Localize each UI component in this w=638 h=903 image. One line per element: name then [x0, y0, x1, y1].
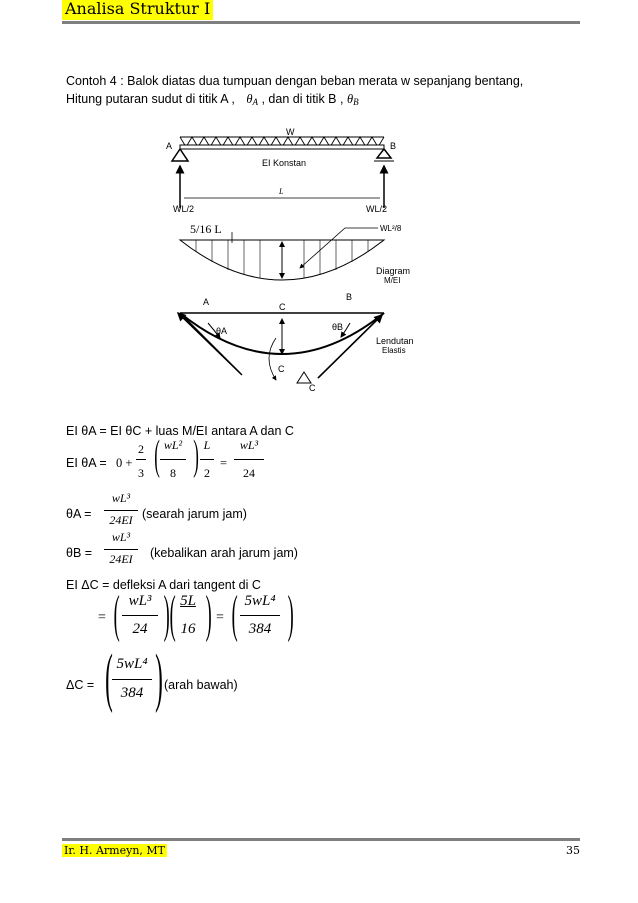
label-w: W [286, 127, 295, 137]
label-diagram-1: Diagram [376, 266, 411, 276]
eq6-d1: 24 [132, 621, 148, 637]
eq6-paren-3-open: ( [231, 586, 238, 643]
moment-hatch [195, 240, 369, 278]
eq7-paren-close: ) [155, 641, 163, 714]
eq4-den: 24EI [109, 552, 133, 566]
eq3-bar [104, 510, 138, 511]
page-footer: Ir. H. Armeyn, MT 35 [62, 838, 580, 858]
eq6-n3: 5wL⁴ [244, 593, 276, 609]
eq3-num: wL³ [111, 491, 131, 505]
theta-symbol: θ [246, 92, 253, 106]
label-lendutan-1: Lendutan [376, 336, 414, 346]
label-c-2: C [278, 364, 285, 374]
label-diagram-2: M/EI [384, 276, 401, 285]
eq6-bar-3 [240, 615, 280, 616]
label-delta-c: C [309, 383, 316, 393]
eq2-twentyfour: 24 [243, 466, 255, 480]
label-theta-a: θA [216, 326, 228, 336]
label-reaction-right: WL/2 [366, 204, 388, 214]
label-b: B [390, 141, 397, 151]
eq4-bar [104, 549, 138, 550]
eq7-den: 384 [120, 685, 144, 701]
eq6-n1: wL³ [128, 593, 152, 609]
pin-support-a [170, 147, 190, 162]
label-c: C [279, 302, 286, 312]
eq7-note: (arah bawah) [164, 678, 238, 692]
theta-sub-a: A [252, 97, 258, 107]
eq6-d3: 384 [248, 621, 272, 637]
eq7-num: 5wL⁴ [116, 656, 148, 672]
moment-diagram [178, 239, 386, 281]
eq1-text: EI θA = EI θC + luas M/EI antara A dan C [66, 424, 294, 438]
eq2-bar-2 [160, 459, 186, 460]
intro-line-2: Hitung putaran sudut di titik A , θA , d… [66, 92, 359, 110]
delta-triangle [296, 371, 312, 384]
eq6-d2: 16 [180, 621, 196, 637]
eq6-eq-2: = [216, 610, 224, 625]
theta-sub-b: B [353, 97, 359, 107]
footer-author: Ir. H. Armeyn, MT [62, 844, 168, 857]
eq6-paren-2-open: ( [169, 586, 176, 643]
eq4-lhs: θB = [66, 546, 93, 560]
eq3-lhs: θA = [66, 507, 92, 521]
label-reaction-left: WL/2 [173, 204, 195, 214]
eq2-bar-1 [136, 459, 146, 460]
label-a-2: A [203, 297, 210, 307]
beam [179, 144, 385, 150]
theta-symbol-b: θ [346, 92, 354, 106]
intro-line-2-a: Hitung putaran sudut di titik A , [66, 92, 235, 106]
eq7-lhs: ΔC = [66, 678, 95, 692]
page-header: Analisa Struktur I [62, 0, 580, 24]
eq2-two-2: 2 [204, 466, 210, 480]
intro-line-1: Contoh 4 : Balok diatas dua tumpuan deng… [66, 74, 524, 88]
eq2-eight: 8 [170, 466, 176, 480]
label-b-2: B [346, 292, 353, 302]
eq2-bar-3 [200, 459, 214, 460]
eq2-equals: = [220, 456, 228, 470]
eq2-paren-open: ( [154, 433, 160, 479]
label-theta-b: θB [332, 322, 344, 332]
eq5-text: EI ΔC = defleksi A dari tangent di C [66, 578, 261, 592]
eq6-paren-2-close: ) [205, 586, 212, 643]
eq6-n2: 5L [180, 593, 196, 609]
eq3-den: 24EI [109, 513, 133, 527]
eq7-paren-open: ( [105, 641, 113, 714]
eq2-two: 2 [138, 442, 144, 456]
page-number: 35 [566, 844, 580, 857]
eq6-paren-1-open: ( [113, 586, 120, 643]
eq2-paren-close: ) [193, 433, 199, 479]
eq2-l: L [203, 438, 211, 452]
eq2-three: 3 [138, 466, 144, 480]
header-title: Analisa Struktur I [62, 0, 214, 20]
label-five-sixteen: 5/16 L [190, 222, 222, 236]
eq2-bar-4 [234, 459, 264, 460]
intro-line-2-b: , dan di titik B , [261, 92, 344, 106]
eq4-num: wL³ [111, 530, 131, 544]
beam-diagram [170, 136, 394, 384]
label-lendutan-2: Elastis [382, 346, 406, 355]
roller-support-b [375, 147, 393, 159]
eq7-bar [112, 679, 152, 680]
eq6-paren-3-close: ) [287, 586, 294, 643]
eq6-paren-1-close: ) [163, 586, 170, 643]
label-a: A [166, 141, 173, 151]
eq2-lhs: EI θA = [66, 456, 107, 470]
eq2-wl2: wL² [163, 438, 183, 452]
eq2-wl3: wL³ [239, 438, 259, 452]
eq4-note: (kebalikan arah jarum jam) [150, 546, 298, 560]
label-ei-konstan: EI Konstan [262, 158, 307, 168]
label-moment: WL²/8 [380, 224, 402, 233]
eq3-note: (searah jarum jam) [142, 507, 247, 521]
label-span-l: L [279, 187, 284, 196]
eq6-bar-1 [122, 615, 158, 616]
eq2-zero-plus: 0 + [116, 456, 133, 470]
eq6-eq: = [98, 610, 106, 625]
